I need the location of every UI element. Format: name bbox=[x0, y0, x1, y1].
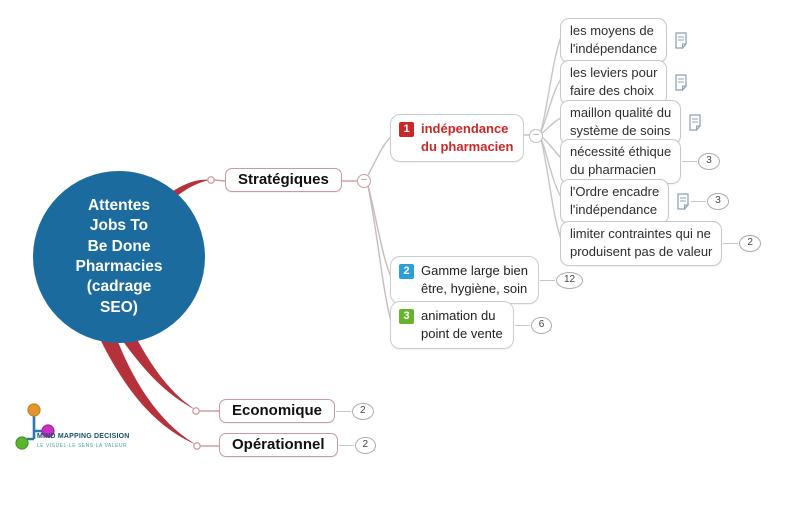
logo-title: MIND MAPPING DECISION bbox=[37, 433, 130, 440]
subtopic-gamme-box[interactable]: 2 Gamme large bien être, hygiène, soin bbox=[390, 256, 539, 305]
badge-connector bbox=[338, 444, 354, 446]
leaf-topic-box[interactable]: l'Ordre encadre l'indépendance bbox=[560, 179, 670, 225]
subtopic-animation-label: animation du point de vente bbox=[421, 308, 503, 342]
subtopic-branch-lines bbox=[367, 136, 392, 322]
main-topic-strategiques-box[interactable]: Stratégiques bbox=[225, 168, 342, 192]
leaf-branch-lines bbox=[505, 36, 562, 240]
collapsed-count-badge[interactable]: 2 bbox=[352, 402, 374, 420]
main-topic-strategiques: Stratégiques bbox=[225, 168, 342, 192]
main-topic-economique-box[interactable]: Economique bbox=[219, 399, 336, 423]
mind-mapping-decision-logo bbox=[15, 403, 55, 450]
subtopic-animation-box[interactable]: 3 animation du point de vente bbox=[390, 301, 514, 350]
central-topic-label: Attentes Jobs To Be Done Pharmacies (cad… bbox=[75, 196, 163, 316]
leaf-topic-box[interactable]: limiter contraintes qui ne produisent pa… bbox=[560, 221, 723, 267]
subtopic-independance-box[interactable]: 1 indépendance du pharmacien bbox=[390, 114, 525, 163]
collapsed-count-badge[interactable]: 2 bbox=[354, 436, 377, 454]
collapsed-count-badge[interactable]: 2 bbox=[739, 235, 761, 253]
logo-orange-node bbox=[27, 403, 41, 417]
collapse-button-independance[interactable]: – bbox=[529, 129, 543, 143]
leaf-topic-box[interactable]: les moyens de l'indépendance bbox=[560, 18, 668, 64]
collapsed-count-badge[interactable]: 3 bbox=[707, 193, 729, 211]
subtopic-independance: 1 indépendance du pharmacien bbox=[390, 114, 525, 163]
main-topic-operationnel-box[interactable]: Opérationnel bbox=[219, 433, 338, 457]
note-icon[interactable] bbox=[674, 32, 688, 50]
leaf-topic: les leviers pour faire des choix bbox=[560, 60, 688, 106]
leaf-topic: nécessité éthique du pharmacien 3 bbox=[560, 139, 720, 185]
logo-green-node bbox=[15, 436, 29, 450]
subtopic-gamme-label: Gamme large bien être, hygiène, soin bbox=[421, 263, 528, 297]
leaf-topic-box[interactable]: maillon qualité du système de soins bbox=[560, 100, 682, 146]
leaf-topic-box[interactable]: les leviers pour faire des choix bbox=[560, 60, 668, 106]
note-icon[interactable] bbox=[674, 74, 688, 92]
badge-connector bbox=[539, 279, 555, 281]
leaf-topic-box[interactable]: nécessité éthique du pharmacien bbox=[560, 139, 682, 185]
logo-tagline: LE VISUEL·LE SENS·LA VALEUR bbox=[37, 443, 128, 449]
branch-attach-dots bbox=[192, 176, 215, 450]
collapse-button-strategiques[interactable]: – bbox=[357, 174, 371, 188]
topic-stub-lines bbox=[199, 179, 357, 447]
main-topic-operationnel: Opérationnel 2 bbox=[219, 433, 377, 457]
subtopic-independance-label: indépendance du pharmacien bbox=[421, 121, 514, 155]
subtopic-animation: 3 animation du point de vente 6 bbox=[390, 301, 553, 350]
number-3-badge: 3 bbox=[399, 309, 414, 324]
leaf-topic: maillon qualité du système de soins bbox=[560, 100, 702, 146]
logo-magenta-node bbox=[41, 424, 55, 438]
subtopic-gamme: 2 Gamme large bien être, hygiène, soin 1… bbox=[390, 256, 584, 305]
note-icon[interactable] bbox=[688, 114, 702, 132]
central-topic[interactable]: Attentes Jobs To Be Done Pharmacies (cad… bbox=[33, 171, 205, 343]
collapsed-count-badge[interactable]: 3 bbox=[698, 153, 720, 171]
main-topic-economique: Economique 2 bbox=[219, 399, 374, 423]
collapsed-count-badge[interactable]: 6 bbox=[530, 316, 553, 334]
note-icon[interactable] bbox=[676, 193, 690, 211]
badge-connector bbox=[691, 201, 707, 203]
leaf-topic: limiter contraintes qui ne produisent pa… bbox=[560, 221, 761, 267]
number-1-badge: 1 bbox=[399, 122, 414, 137]
collapsed-count-badge[interactable]: 12 bbox=[555, 271, 584, 289]
number-2-badge: 2 bbox=[399, 264, 414, 279]
badge-connector bbox=[336, 410, 352, 412]
badge-connector bbox=[723, 243, 739, 245]
badge-connector bbox=[514, 324, 530, 326]
badge-connector bbox=[682, 161, 698, 163]
leaf-topic: les moyens de l'indépendance bbox=[560, 18, 688, 64]
leaf-topic: l'Ordre encadre l'indépendance 3 bbox=[560, 179, 729, 225]
